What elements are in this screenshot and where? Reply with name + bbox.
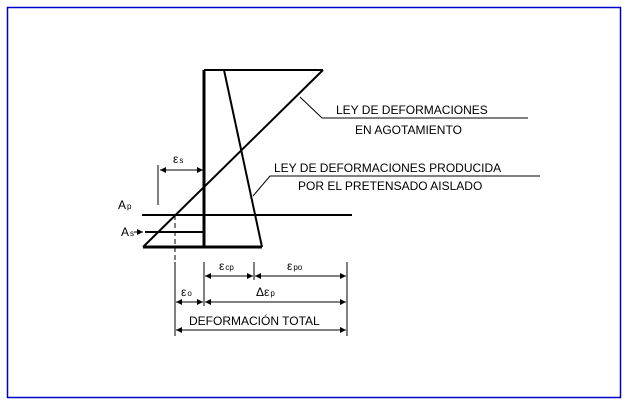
label-eps-s: εs <box>173 152 183 166</box>
ultimate-strain-line <box>142 69 324 248</box>
label-delta-eps-p: Δεp <box>256 285 275 299</box>
dimensions <box>134 165 348 336</box>
frame-border <box>6 6 622 399</box>
prestress-strain-line <box>223 69 263 248</box>
label-pretensado-1: LEY DE DEFORMACIONES PRODUCIDA <box>274 161 501 175</box>
label-eps-po: εpo <box>287 259 303 273</box>
label-eps-o: εo <box>181 285 192 299</box>
label-agotamiento-1: LEY DE DEFORMACIONES <box>336 103 488 117</box>
label-ap: Ap <box>118 198 132 212</box>
label-as: As <box>121 225 134 239</box>
section <box>142 69 352 262</box>
label-eps-cp: εcp <box>219 259 234 273</box>
leaders <box>252 96 540 197</box>
label-total: DEFORMACIÓN TOTAL <box>189 313 320 328</box>
label-agotamiento-2: EN AGOTAMIENTO <box>355 123 462 137</box>
label-pretensado-2: POR EL PRETENSADO AISLADO <box>298 179 482 193</box>
